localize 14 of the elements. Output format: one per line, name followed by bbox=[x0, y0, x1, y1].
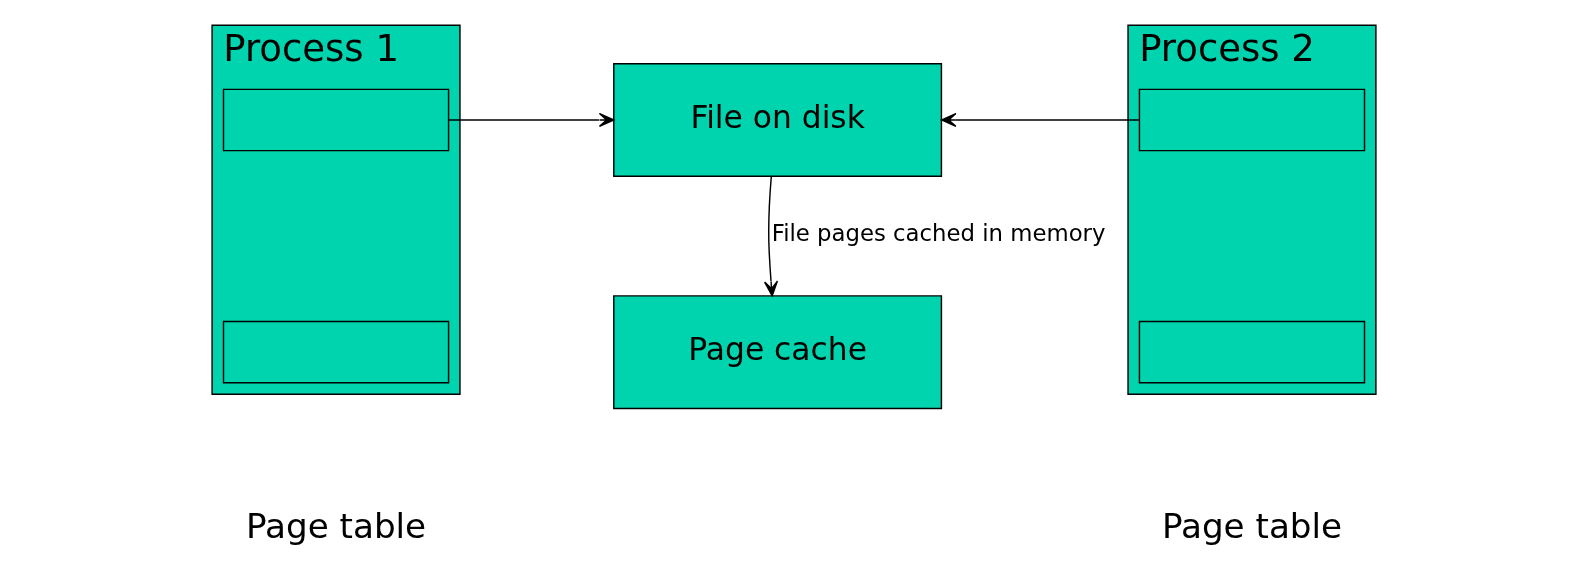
node-box: File on disk bbox=[613, 63, 943, 177]
node-label: Page table bbox=[1161, 506, 1343, 547]
node-box bbox=[222, 88, 450, 152]
arrow bbox=[447, 112, 615, 128]
node-box bbox=[1138, 88, 1366, 152]
node-box: Page cache bbox=[613, 295, 943, 410]
node-box bbox=[1138, 320, 1366, 384]
arrow bbox=[763, 175, 779, 297]
arrow bbox=[940, 112, 1140, 128]
node-label: Page table bbox=[245, 506, 427, 547]
cluster: Process 2 bbox=[1127, 24, 1377, 395]
cluster: Process 1 bbox=[211, 24, 461, 395]
node-box bbox=[222, 320, 450, 384]
edge-label: File pages cached in memory bbox=[771, 220, 1106, 247]
